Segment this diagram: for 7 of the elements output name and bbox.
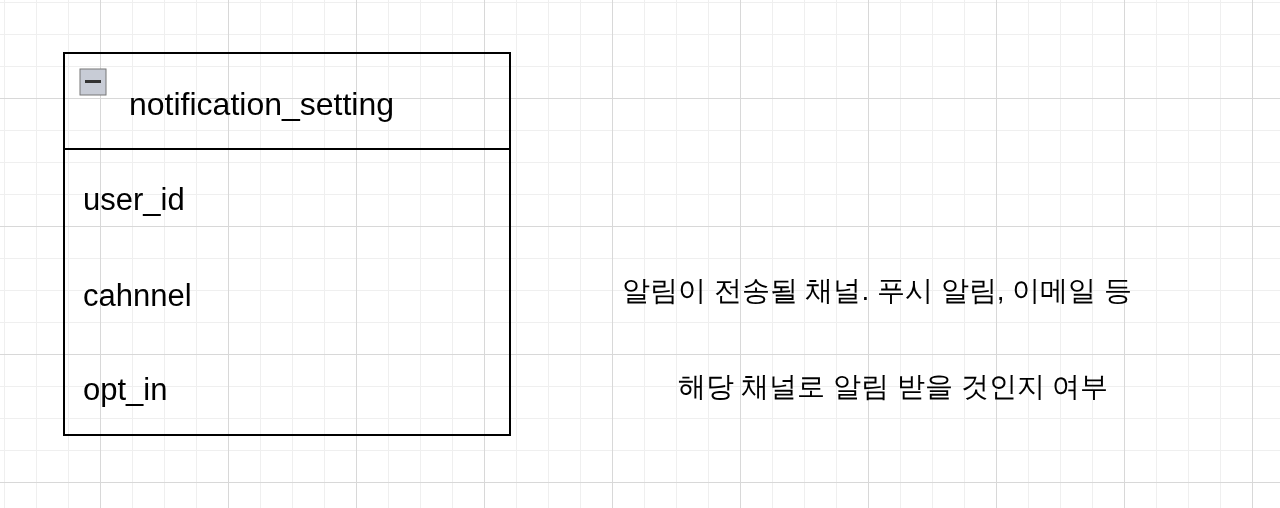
annotation-text: 해당 채널로 알림 받을 것인지 여부	[677, 370, 1109, 404]
field-name: cahnnel	[83, 278, 192, 314]
table-title: notification_setting	[129, 86, 395, 123]
field-name: opt_in	[83, 372, 168, 408]
annotation-text: 알림이 전송될 채널. 푸시 알림, 이메일 등	[621, 274, 1133, 308]
field-name: user_id	[83, 182, 185, 218]
entity-table	[63, 52, 511, 436]
